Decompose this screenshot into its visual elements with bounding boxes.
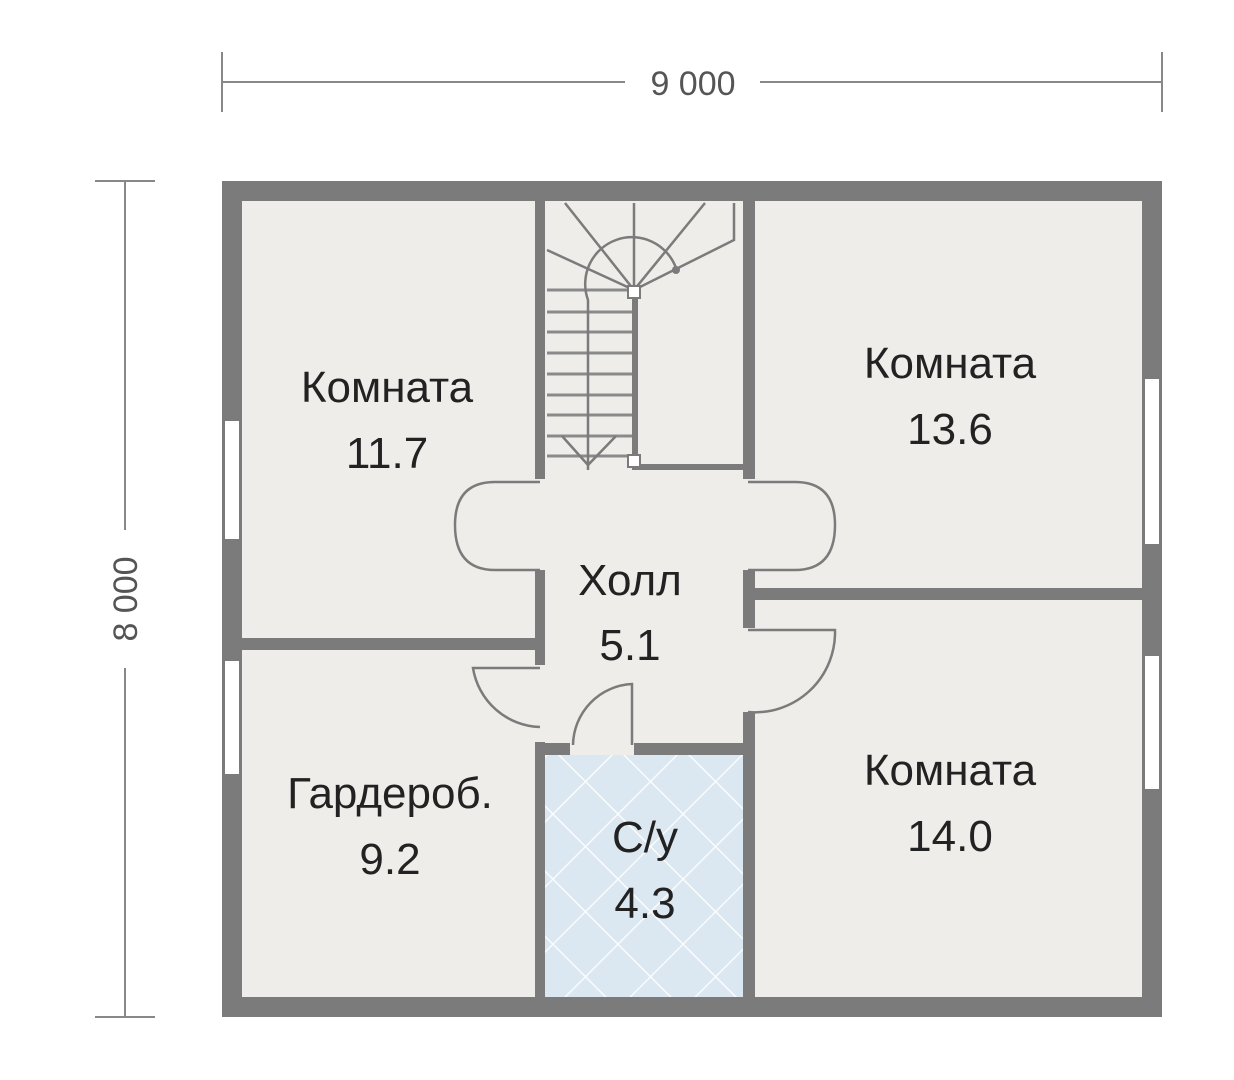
room-area: 14.0	[907, 812, 993, 861]
room-area: 9.2	[359, 835, 420, 884]
door-wardrobe	[471, 666, 541, 729]
room-11-7: Комната 11.7	[301, 363, 474, 478]
room-13-6: Комната 13.6	[864, 339, 1037, 454]
hall: Холл 5.1	[578, 556, 682, 670]
room-name: С/у	[612, 813, 678, 862]
room-area: 5.1	[599, 621, 660, 670]
height-dimension: 8 000	[95, 180, 155, 1018]
windows	[223, 377, 1161, 791]
width-label: 9 000	[650, 65, 735, 103]
doors	[453, 480, 837, 746]
room-area: 13.6	[907, 405, 993, 454]
room-name: Гардероб.	[287, 769, 493, 818]
door-bathroom	[571, 682, 634, 746]
staircase	[546, 202, 736, 470]
door-left-room	[453, 480, 540, 572]
room-name: Комната	[864, 746, 1037, 795]
room-14-0: Комната 14.0	[864, 746, 1037, 861]
room-name: Холл	[578, 556, 682, 605]
room-area: 4.3	[614, 879, 675, 928]
door-right-room	[748, 480, 837, 572]
bathroom-tiles	[545, 755, 743, 997]
height-label: 8 000	[107, 556, 145, 641]
bathroom: С/у 4.3	[612, 813, 678, 928]
room-area: 11.7	[346, 429, 428, 478]
room-name: Комната	[864, 339, 1037, 388]
interior-walls	[242, 201, 1142, 997]
width-dimension: 9 000	[221, 52, 1163, 112]
room-name: Комната	[301, 363, 474, 412]
door-right-lower-room	[747, 628, 837, 714]
wardrobe: Гардероб. 9.2	[287, 769, 493, 884]
